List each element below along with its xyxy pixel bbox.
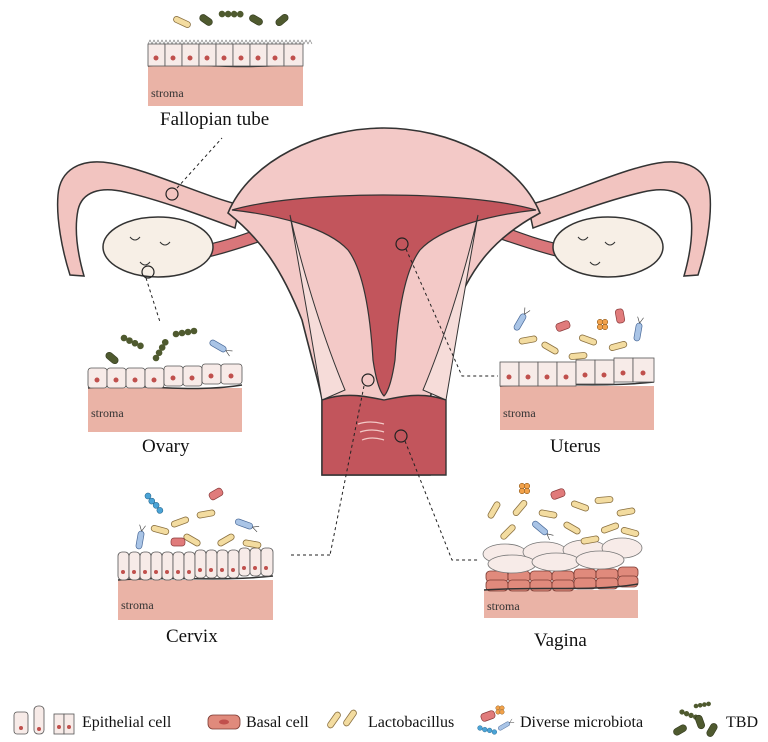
legend-label: Diverse microbiota [520, 714, 643, 732]
stroma-label-vagina: stroma [487, 599, 520, 614]
label-uterus: Uterus [550, 436, 601, 458]
legend-diverse-microbiota: Diverse microbiota [516, 708, 643, 738]
legend-basal-cell: Basal cell [242, 708, 309, 738]
stroma-label-fallopian: stroma [151, 86, 184, 101]
tbd-microbe-icon [672, 702, 718, 738]
legend-tbd: TBD [722, 708, 758, 738]
lactobacillus-icon [326, 709, 357, 729]
legend-label: Lactobacillus [368, 714, 454, 732]
label-vagina: Vagina [534, 630, 587, 652]
label-cervix: Cervix [166, 626, 218, 648]
stroma-label-cervix: stroma [121, 598, 154, 613]
stroma-label-ovary: stroma [91, 406, 124, 421]
stroma-label-uterus: stroma [503, 406, 536, 421]
legend-label: TBD [726, 714, 758, 732]
epithelial-cell-icon [14, 706, 74, 734]
legend-label: Basal cell [246, 714, 309, 732]
legend-label: Epithelial cell [82, 714, 171, 732]
legend-lactobacillus: Lactobacillus [364, 708, 454, 738]
diverse-microbiota-icon [478, 706, 515, 735]
legend-epithelial-cell: Epithelial cell [78, 708, 171, 738]
right-ovary [553, 217, 663, 277]
basal-cell-icon [208, 715, 240, 729]
left-ovary [103, 217, 213, 277]
label-ovary: Ovary [142, 436, 189, 458]
panel-vagina [483, 483, 642, 618]
label-fallopian-tube: Fallopian tube [160, 109, 269, 131]
